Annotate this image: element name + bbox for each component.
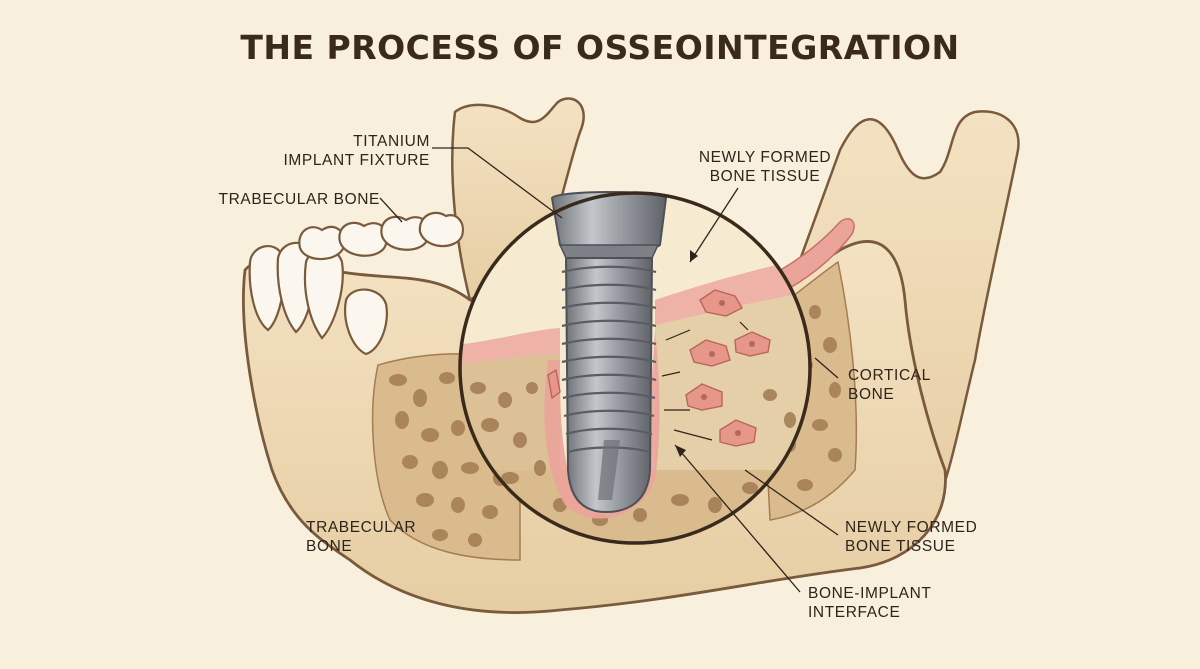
label-line: CORTICAL <box>848 367 931 384</box>
label-titanium-implant: TITANIUM IMPLANT FIXTURE <box>250 132 430 170</box>
label-bone-implant-interface: BONE-IMPLANT INTERFACE <box>808 584 988 622</box>
label-line: BONE TISSUE <box>845 538 956 555</box>
right-ramus <box>798 110 1020 523</box>
label-line: BONE <box>848 386 895 403</box>
leader-arrowheads <box>675 250 698 457</box>
label-line: TRABECULAR BONE <box>218 191 380 208</box>
label-newly-formed-bottom: NEWLY FORMED BONE TISSUE <box>845 518 1025 556</box>
label-line: INTERFACE <box>808 604 901 621</box>
label-line: NEWLY FORMED <box>845 519 978 536</box>
label-line: BONE-IMPLANT <box>808 585 932 602</box>
label-line: IMPLANT FIXTURE <box>283 152 430 169</box>
label-line: BONE TISSUE <box>709 168 821 185</box>
label-line: TITANIUM <box>353 133 430 150</box>
label-trabecular-bottom: TRABECULAR BONE <box>306 518 456 556</box>
label-newly-formed-top: NEWLY FORMED BONE TISSUE <box>680 148 850 186</box>
implant-illustration <box>550 191 668 514</box>
label-line: NEWLY FORMED <box>698 149 832 166</box>
label-cortical-bone: CORTICAL BONE <box>848 366 998 404</box>
page-title: THE PROCESS OF OSSEOINTEGRATION <box>240 28 960 67</box>
teeth <box>248 211 464 356</box>
label-trabecular-top: TRABECULAR BONE <box>160 190 380 209</box>
leader-lines <box>379 147 839 593</box>
label-line: TRABECULAR <box>306 519 417 536</box>
label-line: BONE <box>306 538 353 555</box>
